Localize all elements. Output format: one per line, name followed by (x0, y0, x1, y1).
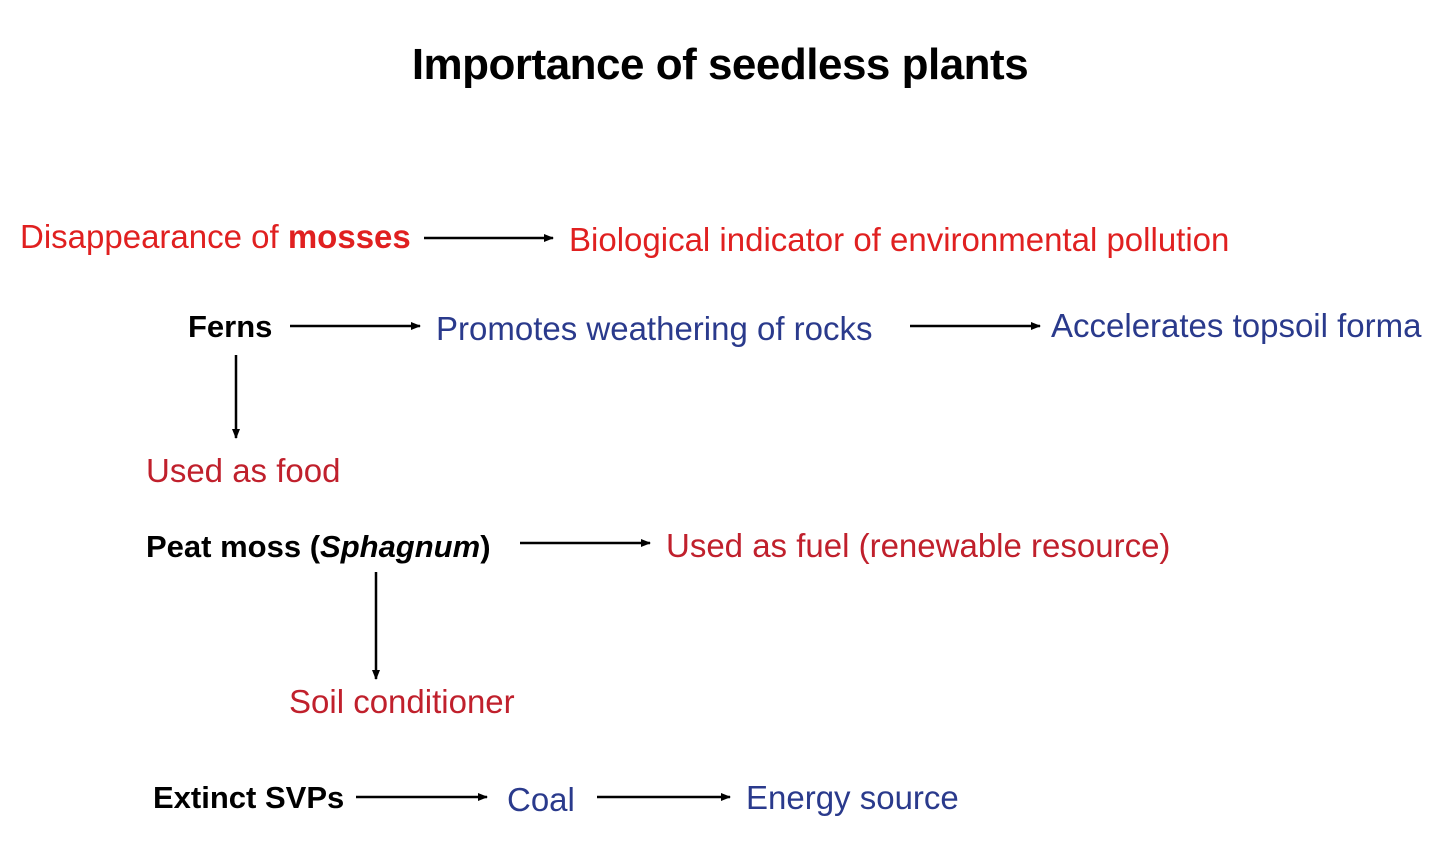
energy-source-node: Energy source (746, 779, 959, 816)
weathering-node: Promotes weathering of rocks (436, 310, 873, 347)
food-node: Used as food (146, 452, 341, 489)
coal-node: Coal (507, 781, 575, 818)
topsoil-node: Accelerates topsoil forma (1051, 307, 1422, 344)
peat-suffix: ) (480, 529, 491, 564)
bio-indicator-node: Biological indicator of environmental po… (569, 221, 1230, 258)
peat-genus: Sphagnum (320, 529, 481, 564)
mosses-prefix: Disappearance of (20, 218, 288, 255)
diagram-title: Importance of seedless plants (411, 40, 1029, 89)
mosses-node: Disappearance of mosses (20, 217, 411, 257)
peat-prefix: Peat moss ( (146, 529, 321, 564)
fuel-node: Used as fuel (renewable resource) (666, 527, 1171, 564)
soil-conditioner-node: Soil conditioner (289, 683, 515, 720)
extinct-svps-node: Extinct SVPs (153, 780, 345, 815)
peat-moss-node: Peat moss (Sphagnum) (146, 527, 491, 567)
mosses-keyword: mosses (287, 218, 411, 255)
ferns-node: Ferns (188, 309, 273, 344)
